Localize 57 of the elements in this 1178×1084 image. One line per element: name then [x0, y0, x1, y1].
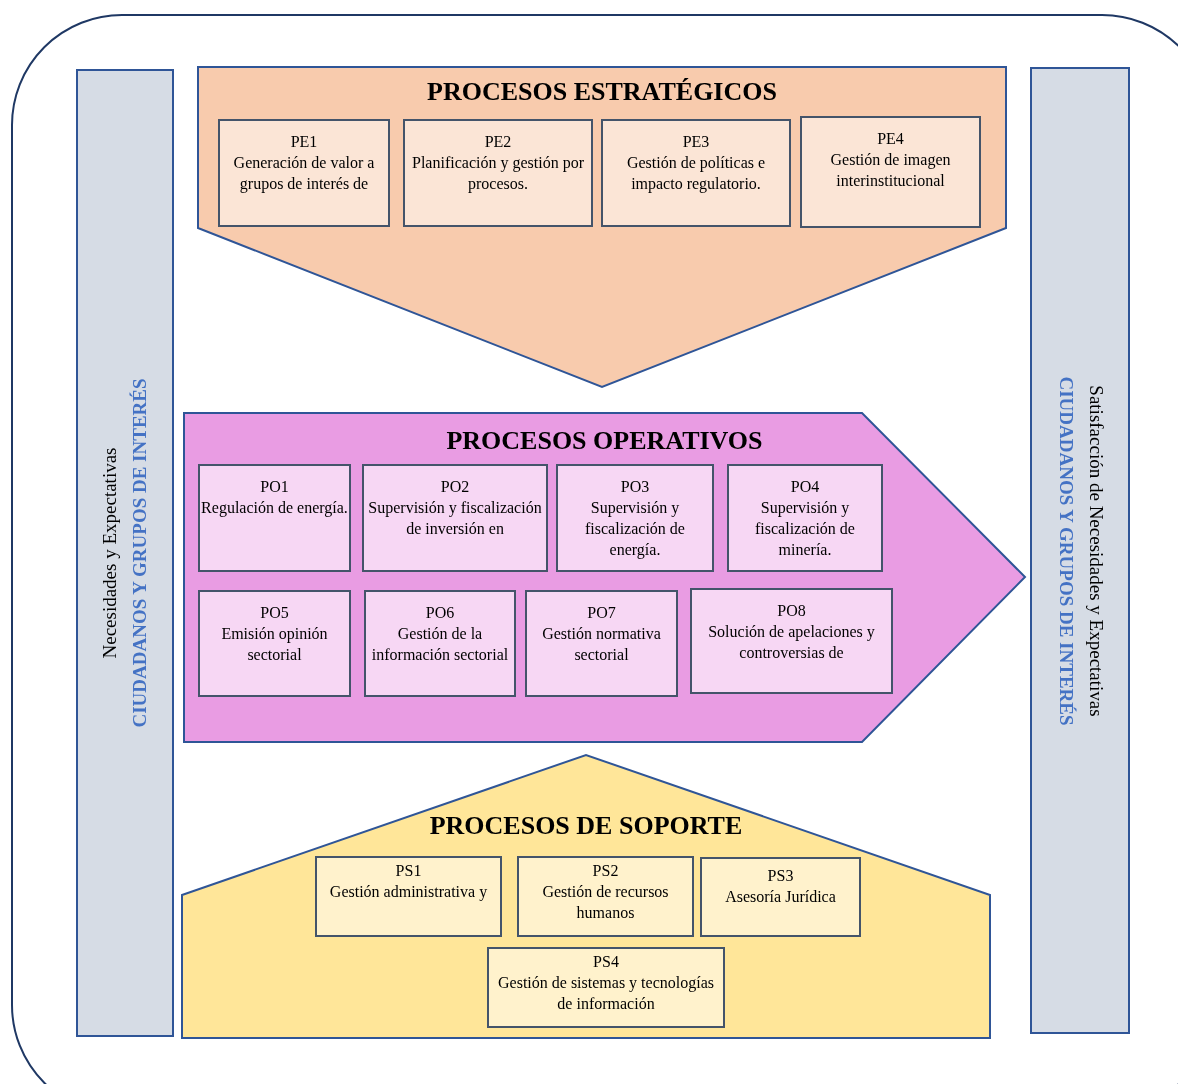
process-code: PO5	[260, 603, 289, 623]
group-heading: PROCESOS ESTRATÉGICOS	[427, 77, 777, 107]
process-name: Asesoría Jurídica	[725, 887, 836, 907]
stakeholder-heading: CIUDADANOS Y GRUPOS DE INTERÉS	[128, 377, 151, 730]
process-box	[315, 856, 502, 937]
process-box	[218, 119, 390, 227]
process-code: PO4	[790, 477, 820, 497]
process-code: PE4	[877, 129, 904, 149]
side-caption: Satisfacción de Necesidades y Expectativas	[1084, 383, 1107, 719]
process-code: PS4	[593, 952, 619, 972]
group-heading: PROCESOS OPERATIVOS	[446, 426, 763, 456]
process-code: PO8	[777, 601, 806, 621]
process-code: PO1	[260, 477, 289, 497]
process-code: PS3	[767, 866, 794, 886]
process-name: Gestión normativa sectorial	[541, 624, 662, 665]
process-box	[800, 116, 981, 228]
process-box	[487, 947, 725, 1028]
process-name: Gestión de la información sectorial	[370, 624, 510, 665]
process-name: Planificación y gestión por procesos.	[411, 153, 585, 194]
process-code: PE1	[290, 132, 318, 152]
process-code: PS2	[592, 861, 619, 881]
side-caption: Necesidades y Expectativas	[98, 446, 121, 661]
process-code: PO6	[425, 603, 455, 623]
process-name: Emisión opinión sectorial	[220, 624, 329, 665]
process-code: PO3	[620, 477, 650, 497]
side-bar	[76, 69, 174, 1037]
process-name: Gestión administrativa y	[329, 882, 488, 902]
process-name: Regulación de energía.	[201, 498, 348, 518]
process-name: Supervisión y fiscalización de energía.	[584, 498, 686, 560]
stakeholder-heading: CIUDADANOS Y GRUPOS DE INTERÉS	[1054, 374, 1078, 728]
process-box	[700, 857, 861, 937]
process-box	[403, 119, 593, 227]
process-box	[198, 590, 351, 697]
process-code: PE3	[682, 132, 710, 152]
process-box	[525, 590, 678, 697]
process-name: Generación de valor a grupos de interés de	[232, 153, 376, 194]
side-bar	[1030, 67, 1130, 1034]
process-box	[601, 119, 791, 227]
process-name: Gestión de políticas e impacto regulatorio.	[625, 153, 767, 194]
process-code: PO2	[440, 477, 470, 497]
process-box	[198, 464, 351, 572]
process-box	[362, 464, 548, 572]
process-code: PS1	[395, 861, 422, 881]
process-box	[690, 588, 893, 694]
process-name: Gestión de imagen interinstitucional	[829, 150, 952, 191]
process-name: Solución de apelaciones y controversias de	[707, 622, 876, 663]
group-heading: PROCESOS DE SOPORTE	[429, 811, 743, 841]
process-box	[727, 464, 883, 572]
process-name: Supervisión y fiscalización de minería.	[754, 498, 856, 560]
process-box	[517, 856, 694, 937]
process-box	[364, 590, 516, 697]
process-box	[556, 464, 714, 572]
process-code: PO7	[587, 603, 616, 623]
process-name: Supervisión y fiscalización de inversión en	[367, 498, 543, 539]
process-code: PE2	[484, 132, 512, 152]
process-name: Gestión de recursos humanos	[541, 882, 670, 923]
process-name: Gestión de sistemas y tecnologías de información	[497, 973, 715, 1014]
